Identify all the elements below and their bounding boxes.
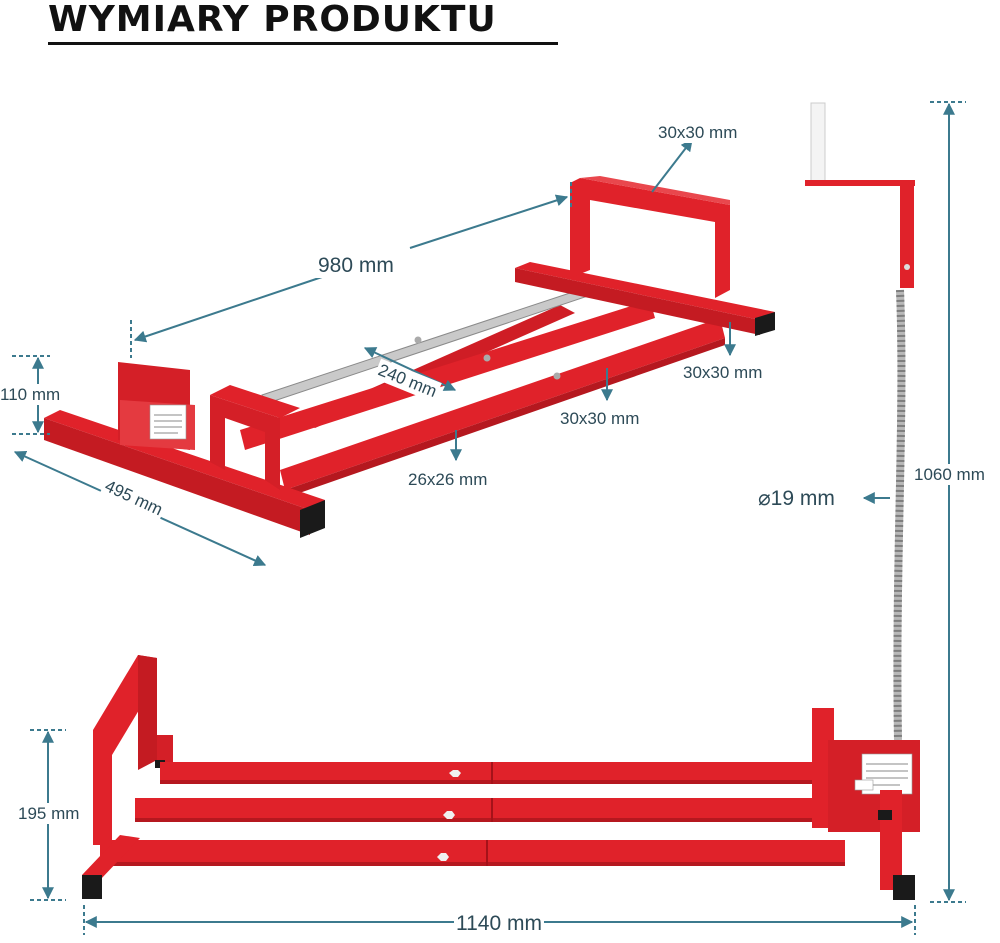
label-backing <box>681 362 765 383</box>
label-backing <box>406 469 490 490</box>
label-backing <box>16 803 82 824</box>
bolt <box>449 770 461 777</box>
label-backing <box>558 408 642 429</box>
dim-980-line-left <box>133 275 326 343</box>
dim-label-30x30-right: 30x30 mm <box>683 363 762 382</box>
dim-label-1140: 1140 mm <box>456 912 542 935</box>
near-rail <box>280 318 725 490</box>
dim-30x30-top-pointer <box>651 139 693 193</box>
dim-label-26x26: 26x26 mm <box>408 470 487 489</box>
front-cross-bar <box>210 385 300 418</box>
warning-label <box>149 404 187 440</box>
lower-rail <box>100 840 845 866</box>
bolt <box>443 811 455 819</box>
dim-label-1060: 1060 mm <box>914 465 985 484</box>
dim-label-110: 110 mm <box>0 385 60 404</box>
label-backing <box>656 122 740 143</box>
label-backing <box>0 384 63 405</box>
dim-980-line-right <box>409 194 569 249</box>
front-upright <box>210 395 280 490</box>
left-post <box>157 735 173 765</box>
crank-arm <box>805 180 915 186</box>
bolt <box>483 354 491 362</box>
dim-label-19: ⌀19 mm <box>758 487 835 510</box>
label-backing <box>756 486 837 511</box>
bolt <box>414 336 422 344</box>
label-backing <box>373 358 442 403</box>
page-title: WYMIARY PRODUKTU <box>48 0 497 40</box>
label-backing <box>912 464 987 485</box>
upper-rail <box>160 762 830 784</box>
dim-label-495: 495 mm <box>102 476 166 519</box>
back-foot-bar <box>515 262 775 320</box>
dim-label-195: 195 mm <box>18 804 79 823</box>
crank-handle-view <box>805 102 915 741</box>
label-backing <box>316 253 396 278</box>
back-upright-frame <box>570 178 730 298</box>
title-underline <box>48 42 558 45</box>
left-foot <box>82 835 140 880</box>
crank-grip <box>810 102 826 184</box>
label-backing <box>454 911 544 936</box>
label-backing <box>99 474 168 522</box>
dimension-lines-handle <box>862 101 966 903</box>
crank-upright <box>900 182 914 288</box>
dim-label-30x30-top: 30x30 mm <box>658 123 737 142</box>
side-view-frame <box>82 655 920 900</box>
dim-label-980: 980 mm <box>318 254 394 277</box>
bolt <box>553 372 561 380</box>
dim-label-30x30-mid: 30x30 mm <box>560 409 639 428</box>
bolt <box>437 853 449 861</box>
